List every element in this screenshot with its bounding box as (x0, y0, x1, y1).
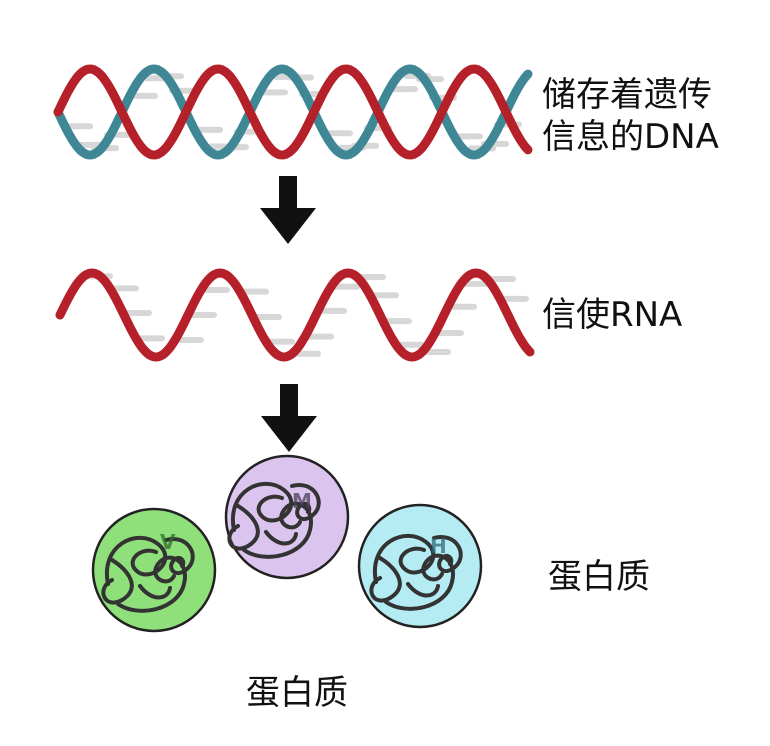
protein-v: V (91, 507, 217, 633)
protein-label-bottom: 蛋白质 (246, 673, 348, 713)
protein-fold (116, 555, 188, 613)
arrow-dna-to-rna (260, 176, 316, 244)
dna-double-helix (53, 64, 533, 160)
arrow-rna-to-protein (261, 384, 317, 452)
protein-m: M (224, 454, 350, 580)
protein-letter-h: H (430, 534, 447, 558)
arrow-shaft (280, 384, 298, 418)
protein-fold (384, 553, 456, 611)
dna-label-line2: 信息的DNA (542, 117, 719, 157)
protein-fold (101, 558, 134, 605)
arrow-shaft (279, 176, 297, 210)
protein-fold (138, 584, 172, 600)
protein-fold (432, 534, 463, 573)
mrna-backbone (55, 268, 535, 362)
mrna-strand (55, 268, 535, 362)
protein-fold (164, 536, 195, 575)
protein-fold (242, 501, 314, 559)
protein-h: H (357, 503, 483, 629)
protein-letter-v: V (160, 530, 176, 554)
protein-fold (227, 504, 260, 551)
dna-strand-teal (53, 64, 533, 160)
protein-fold (369, 556, 402, 603)
arrow-head (261, 416, 317, 452)
dna-strand-red (53, 64, 533, 160)
rna-label: 信使RNA (542, 295, 683, 335)
protein-label-right: 蛋白质 (548, 557, 650, 597)
arrow-head (260, 208, 316, 244)
dna-label-line1: 储存着遗传 (542, 75, 712, 115)
protein-fold (264, 530, 298, 546)
protein-sphere (224, 454, 350, 580)
protein-letter-m: M (292, 489, 312, 513)
dna-label: 储存着遗传 信息的DNA (542, 74, 719, 158)
protein-fold (406, 582, 440, 598)
protein-fold (290, 482, 321, 521)
